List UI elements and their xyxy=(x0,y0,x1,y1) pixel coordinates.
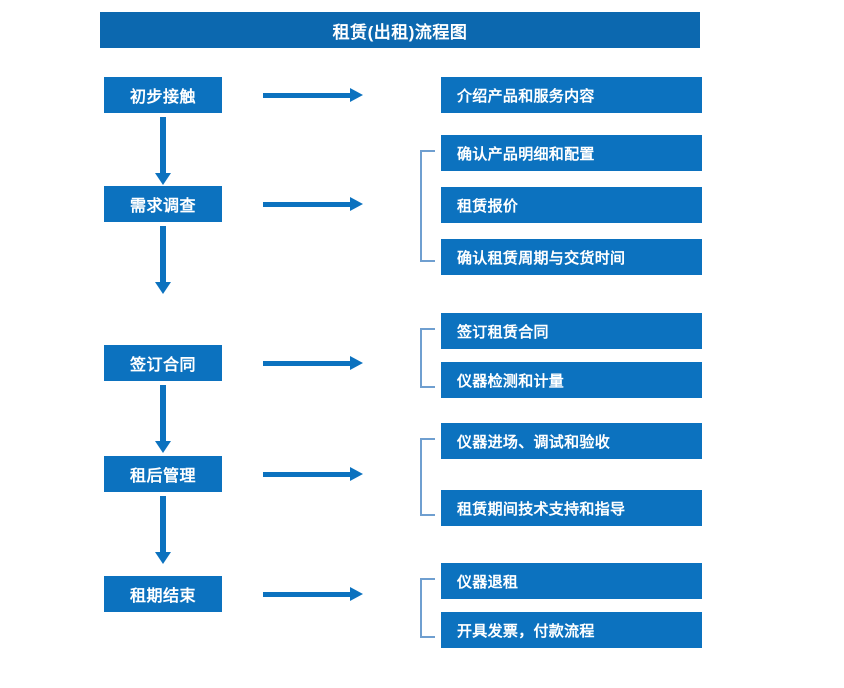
arrow-down-icon-3 xyxy=(155,385,171,453)
arrow-head xyxy=(350,197,363,211)
detail-box-2-2[interactable]: 租赁报价 xyxy=(441,187,702,223)
detail-box-4-2[interactable]: 租赁期间技术支持和指导 xyxy=(441,490,702,526)
arrow-right-icon-4 xyxy=(263,467,363,481)
arrow-shaft xyxy=(263,592,351,597)
bracket-icon-5 xyxy=(420,578,436,638)
arrow-right-icon-1 xyxy=(263,88,363,102)
detail-box-3-2[interactable]: 仪器检测和计量 xyxy=(441,362,702,398)
detail-box-5-2[interactable]: 开具发票，付款流程 xyxy=(441,612,702,648)
stage-box-3[interactable]: 签订合同 xyxy=(104,345,222,381)
stage-box-2[interactable]: 需求调查 xyxy=(104,186,222,222)
arrow-shaft xyxy=(160,496,166,552)
arrow-head xyxy=(155,282,171,294)
bracket-tick-top xyxy=(420,150,435,152)
detail-box-4-1[interactable]: 仪器进场、调试和验收 xyxy=(441,423,702,459)
bracket-tick-top xyxy=(420,328,435,330)
arrow-shaft xyxy=(160,117,166,173)
arrow-down-icon-1 xyxy=(155,117,171,185)
bracket-icon-4 xyxy=(420,438,436,516)
bracket-icon-2 xyxy=(420,150,436,262)
arrow-shaft xyxy=(263,472,351,477)
detail-box-3-1[interactable]: 签订租赁合同 xyxy=(441,313,702,349)
arrow-head xyxy=(350,88,363,102)
bracket-tick-top xyxy=(420,438,435,440)
bracket-spine xyxy=(420,438,422,516)
bracket-tick-bottom xyxy=(420,260,435,262)
bracket-spine xyxy=(420,328,422,388)
arrow-head xyxy=(350,467,363,481)
arrow-shaft xyxy=(263,361,351,366)
arrow-right-icon-5 xyxy=(263,587,363,601)
arrow-down-icon-2 xyxy=(155,226,171,294)
arrow-head xyxy=(155,173,171,185)
detail-box-5-1[interactable]: 仪器退租 xyxy=(441,563,702,599)
bracket-tick-bottom xyxy=(420,386,435,388)
detail-box-1-1[interactable]: 介绍产品和服务内容 xyxy=(441,77,702,113)
detail-box-2-3[interactable]: 确认租赁周期与交货时间 xyxy=(441,239,702,275)
bracket-tick-top xyxy=(420,578,435,580)
arrow-head xyxy=(155,552,171,564)
arrow-head xyxy=(155,441,171,453)
bracket-icon-3 xyxy=(420,328,436,388)
detail-box-2-1[interactable]: 确认产品明细和配置 xyxy=(441,135,702,171)
stage-box-4[interactable]: 租后管理 xyxy=(104,456,222,492)
stage-box-1[interactable]: 初步接触 xyxy=(104,77,222,113)
arrow-head xyxy=(350,587,363,601)
arrow-shaft xyxy=(160,385,166,441)
bracket-spine xyxy=(420,578,422,638)
stage-box-5[interactable]: 租期结束 xyxy=(104,576,222,612)
arrow-shaft xyxy=(263,202,351,207)
arrow-shaft xyxy=(263,93,351,98)
bracket-spine xyxy=(420,150,422,262)
flowchart-title: 租赁(出租)流程图 xyxy=(100,12,700,48)
arrow-down-icon-4 xyxy=(155,496,171,564)
arrow-shaft xyxy=(160,226,166,282)
bracket-tick-bottom xyxy=(420,514,435,516)
bracket-tick-bottom xyxy=(420,636,435,638)
arrow-right-icon-3 xyxy=(263,356,363,370)
arrow-head xyxy=(350,356,363,370)
arrow-right-icon-2 xyxy=(263,197,363,211)
